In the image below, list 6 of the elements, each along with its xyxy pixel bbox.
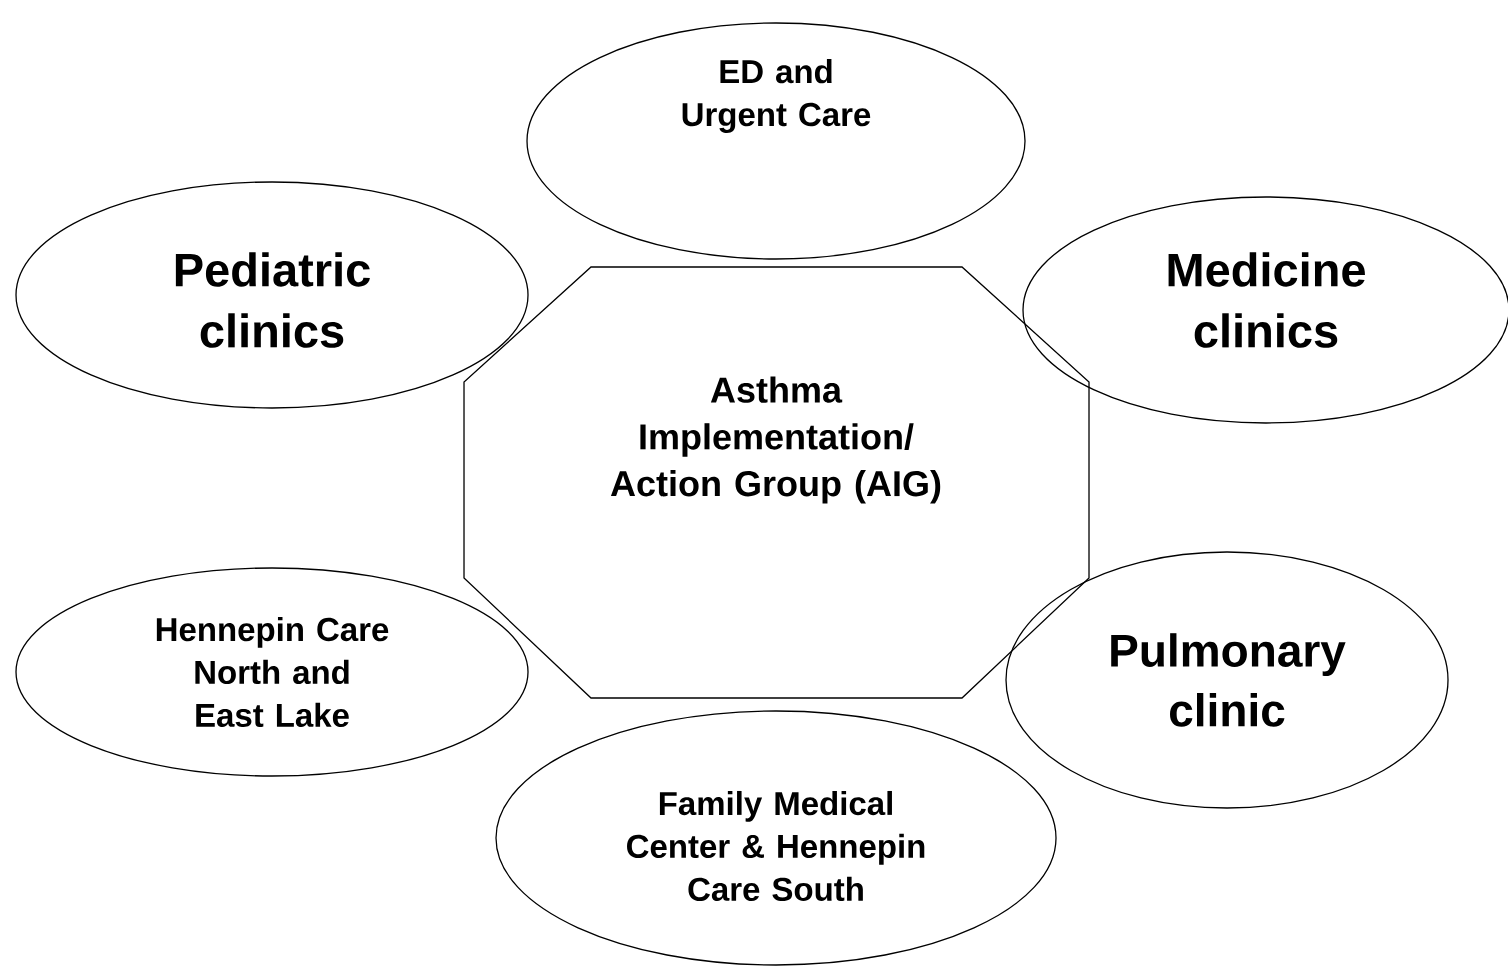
octagon-node: Asthma Implementation/ Action Group (AIG) xyxy=(463,266,1090,699)
ellipse-node: ED and Urgent Care xyxy=(526,22,1026,260)
ellipse-node: Pulmonary clinic xyxy=(1005,551,1449,809)
ellipse-node: Family Medical Center & Hennepin Care South xyxy=(495,710,1057,966)
ellipse-node: Hennepin Care North and East Lake xyxy=(15,567,529,777)
ellipse-node: Pediatric clinics xyxy=(15,181,529,409)
